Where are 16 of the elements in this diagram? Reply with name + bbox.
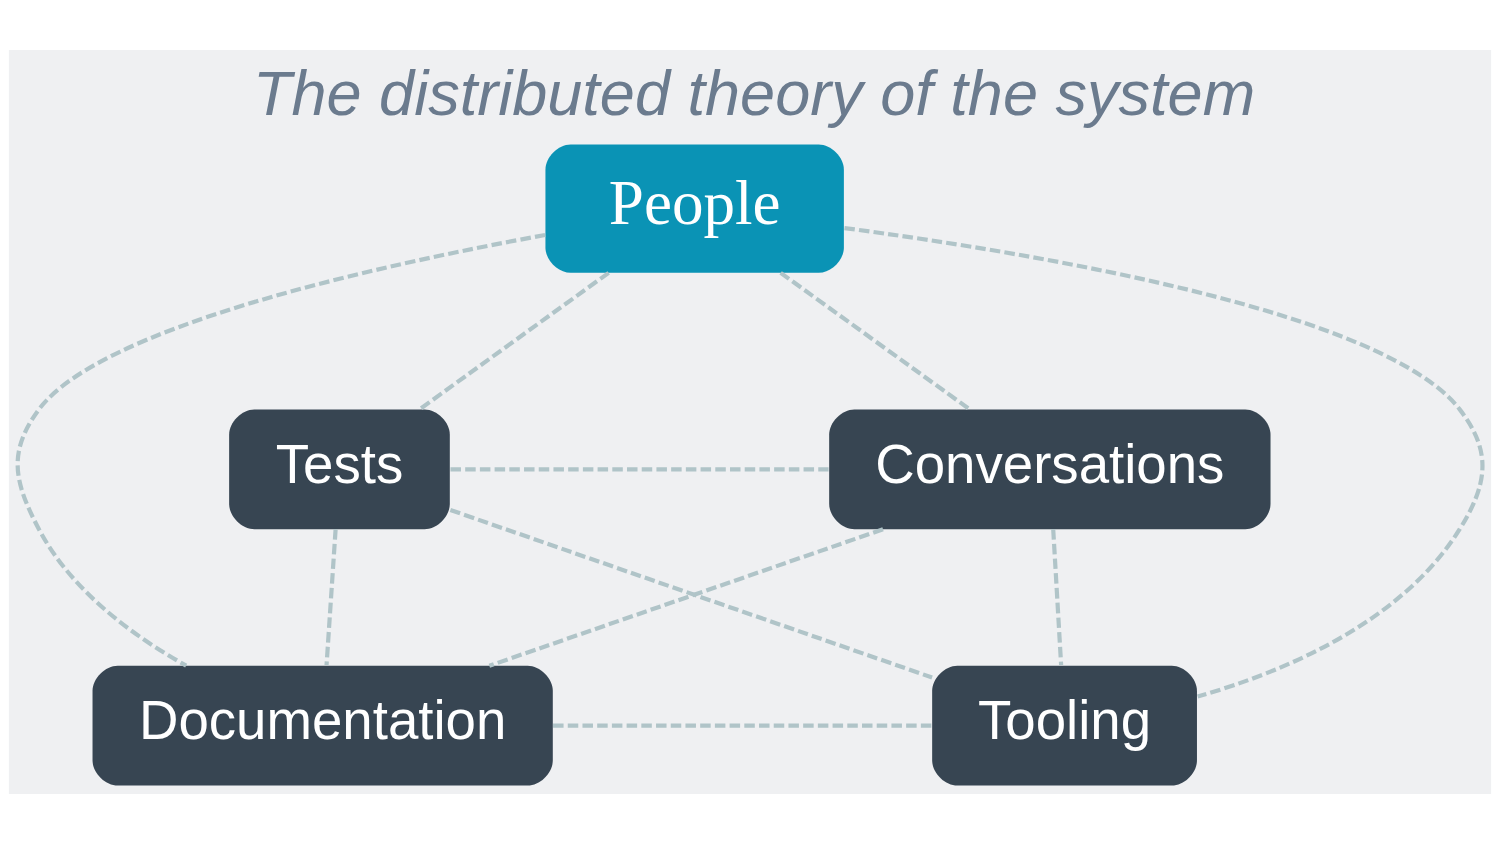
node-box: Tooling [932, 665, 1197, 786]
connector [1051, 529, 1064, 666]
diagram-title: The distributed theory of the system [252, 58, 1256, 129]
connector [324, 529, 338, 666]
connector [418, 271, 610, 411]
node-box: People [545, 144, 844, 273]
connector [553, 723, 932, 728]
connector [488, 527, 884, 668]
node-box: Tests [229, 409, 450, 530]
connector [844, 226, 1485, 699]
node-box: Documentation [92, 665, 553, 786]
connector [15, 233, 546, 668]
node-box: Conversations [829, 409, 1271, 530]
connector [449, 508, 933, 680]
connector [450, 467, 829, 472]
connector [779, 271, 971, 411]
